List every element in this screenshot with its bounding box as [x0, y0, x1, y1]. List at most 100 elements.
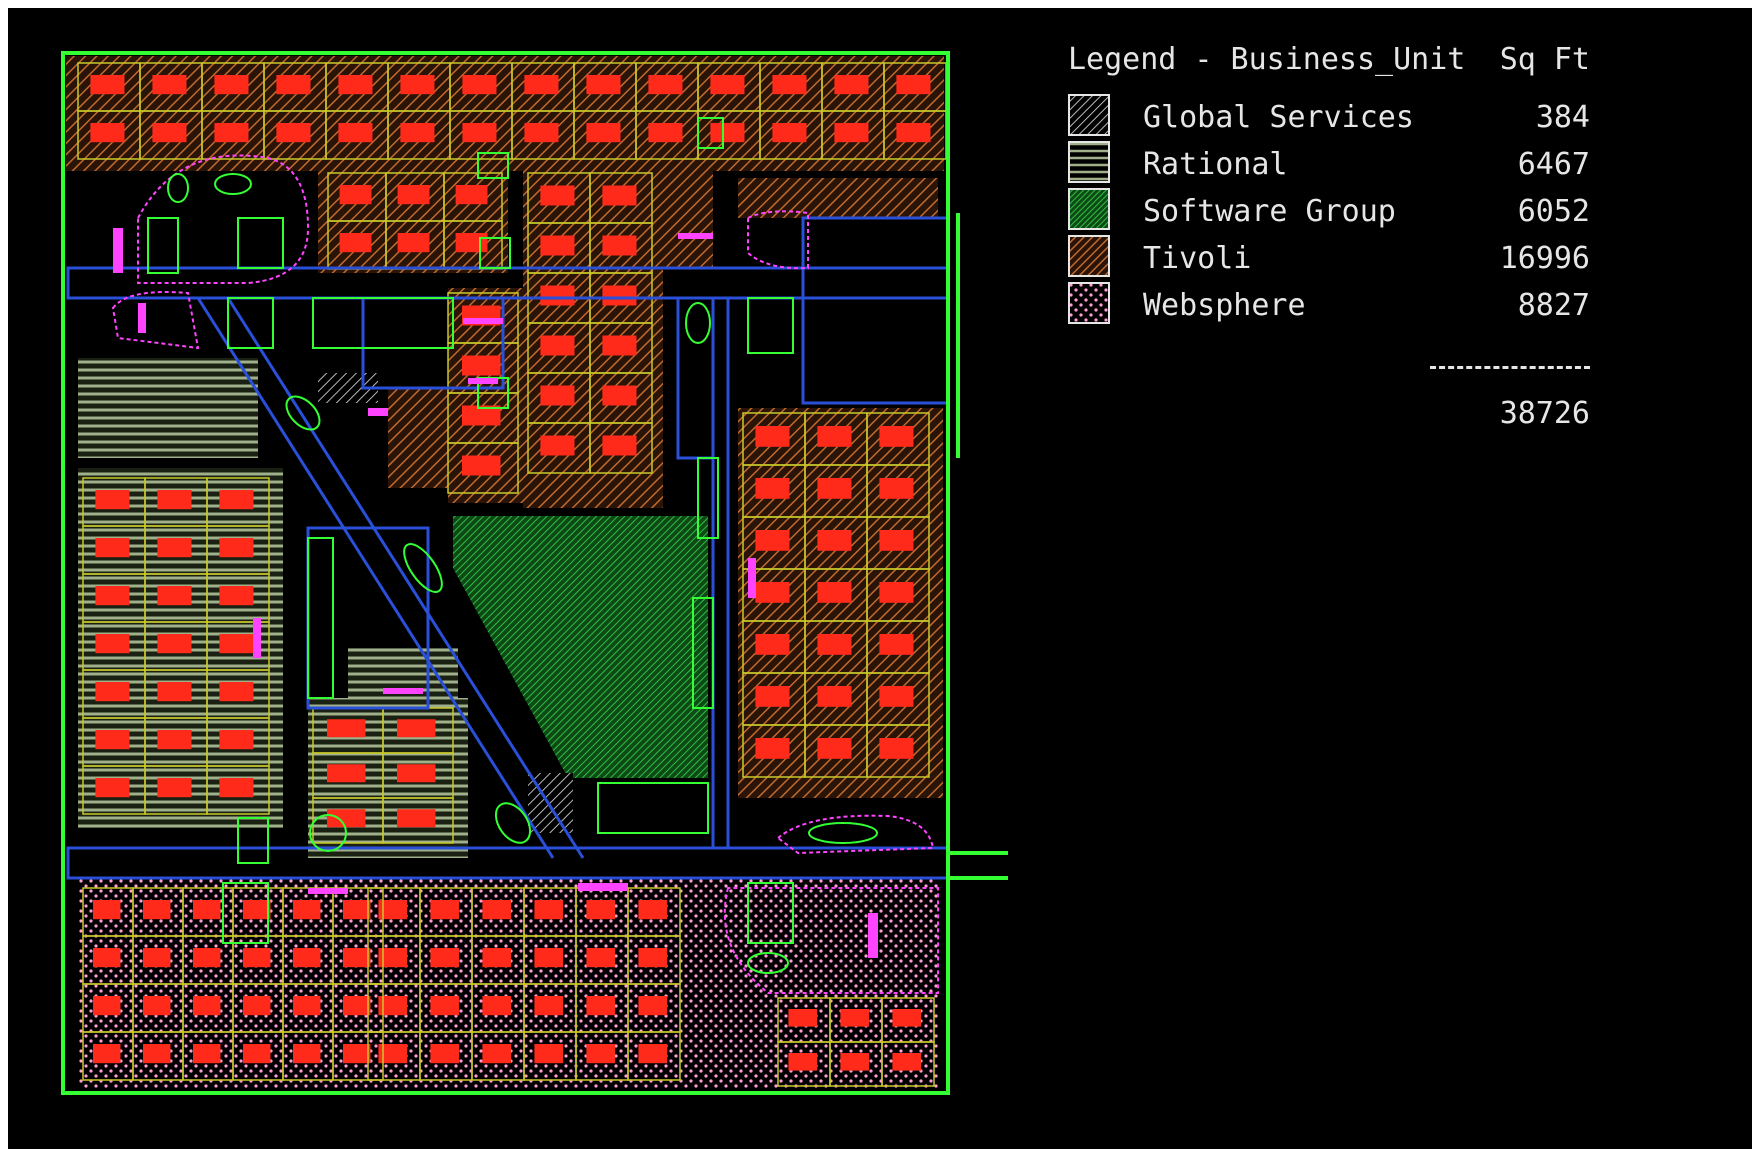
desk-icon [638, 948, 667, 968]
desk-icon [90, 75, 125, 95]
desk-icon [482, 900, 511, 920]
desk-icon [772, 123, 807, 143]
desk-icon [93, 900, 121, 920]
desk-icon [243, 948, 271, 968]
websphere-swatch-icon [1068, 282, 1110, 324]
desk-icon [648, 75, 683, 95]
desk-icon [95, 682, 130, 702]
desk-icon [638, 996, 667, 1016]
desk-icon [462, 405, 501, 426]
desk-icon [90, 123, 125, 143]
desk-icon [293, 900, 321, 920]
desk-icon [397, 809, 436, 828]
desk-icon [755, 478, 790, 499]
desk-icon [95, 538, 130, 558]
desk-icon [602, 435, 637, 456]
desk-icon [327, 809, 366, 828]
desk-icon [602, 235, 637, 256]
desk-icon [95, 586, 130, 606]
desk-icon [338, 123, 373, 143]
cad-viewport: Legend - Business_Unit Sq Ft Global Serv… [8, 8, 1752, 1149]
legend-item-global-services: Global Services 384 [1068, 92, 1668, 138]
desk-icon [817, 634, 852, 655]
desk-icon [219, 730, 254, 750]
desk-icon [755, 426, 790, 447]
desk-icon [482, 996, 511, 1016]
desk-icon [788, 1009, 817, 1027]
desk-icon [378, 900, 407, 920]
desk-icon [602, 335, 637, 356]
furniture [147, 117, 878, 974]
desk-icon [586, 75, 621, 95]
desk-icon [586, 123, 621, 143]
rational-swatch-icon [1068, 141, 1110, 183]
desk-icon [817, 686, 852, 707]
desk-icon [755, 686, 790, 707]
cubicle-partition [382, 797, 454, 844]
desk-icon [400, 75, 435, 95]
desk-icon [93, 1044, 121, 1064]
legend-item-value: 6052 [1517, 194, 1590, 229]
desk-icon [343, 900, 371, 920]
desk-icon [524, 75, 559, 95]
desk-icon [157, 682, 192, 702]
legend-item-label: Websphere [1143, 288, 1306, 323]
desk-icon [338, 75, 373, 95]
desk-icon [378, 948, 407, 968]
desk-icon [602, 285, 637, 306]
desk-icon [602, 385, 637, 406]
desk-icon [755, 634, 790, 655]
desk-icon [534, 1044, 563, 1064]
desk-icon [755, 530, 790, 551]
desk-icon [430, 996, 459, 1016]
software-group-swatch-icon [1068, 188, 1110, 230]
desk-icon [219, 490, 254, 510]
desk-icon [430, 948, 459, 968]
desk-icon [462, 123, 497, 143]
desk-icon [817, 582, 852, 603]
desk-icon [293, 1044, 321, 1064]
desk-icon [193, 948, 221, 968]
desk-icon [648, 123, 683, 143]
desk-icon [214, 123, 249, 143]
legend-item-label: Software Group [1143, 194, 1396, 229]
desk-icon [602, 185, 637, 206]
desk-icon [482, 948, 511, 968]
partitions [77, 62, 947, 1087]
desk-icon [540, 185, 575, 206]
desk-icon [143, 948, 171, 968]
desk-icon [462, 75, 497, 95]
desk-icon [219, 778, 254, 798]
desk-icon [276, 75, 311, 95]
desk-icon [638, 1044, 667, 1064]
outer-walls [61, 51, 1008, 1095]
desk-icon [755, 738, 790, 759]
desk-icon [219, 586, 254, 606]
desk-icon [93, 996, 121, 1016]
desk-icon [462, 355, 501, 376]
desk-icon [243, 900, 271, 920]
desk-icon [95, 730, 130, 750]
desk-icon [462, 455, 501, 476]
desk-icon [343, 996, 371, 1016]
legend-item-rational: Rational 6467 [1068, 139, 1668, 185]
desk-icon [540, 435, 575, 456]
desk-icon [892, 1009, 921, 1027]
desk-icon [400, 123, 435, 143]
desk-icon [339, 233, 372, 253]
desk-icon [817, 426, 852, 447]
desk-icon [586, 1044, 615, 1064]
desk-icon [293, 996, 321, 1016]
cubicle-partition [206, 765, 270, 815]
desk-icon [95, 634, 130, 654]
desk-icon [879, 738, 914, 759]
desk-icon [397, 764, 436, 783]
desk-icon [586, 948, 615, 968]
desk-icon [293, 948, 321, 968]
desk-icon [243, 996, 271, 1016]
desk-icon [93, 948, 121, 968]
desk-icon [817, 530, 852, 551]
desk-icon [327, 764, 366, 783]
desk-icon [214, 75, 249, 95]
desk-icon [430, 1044, 459, 1064]
